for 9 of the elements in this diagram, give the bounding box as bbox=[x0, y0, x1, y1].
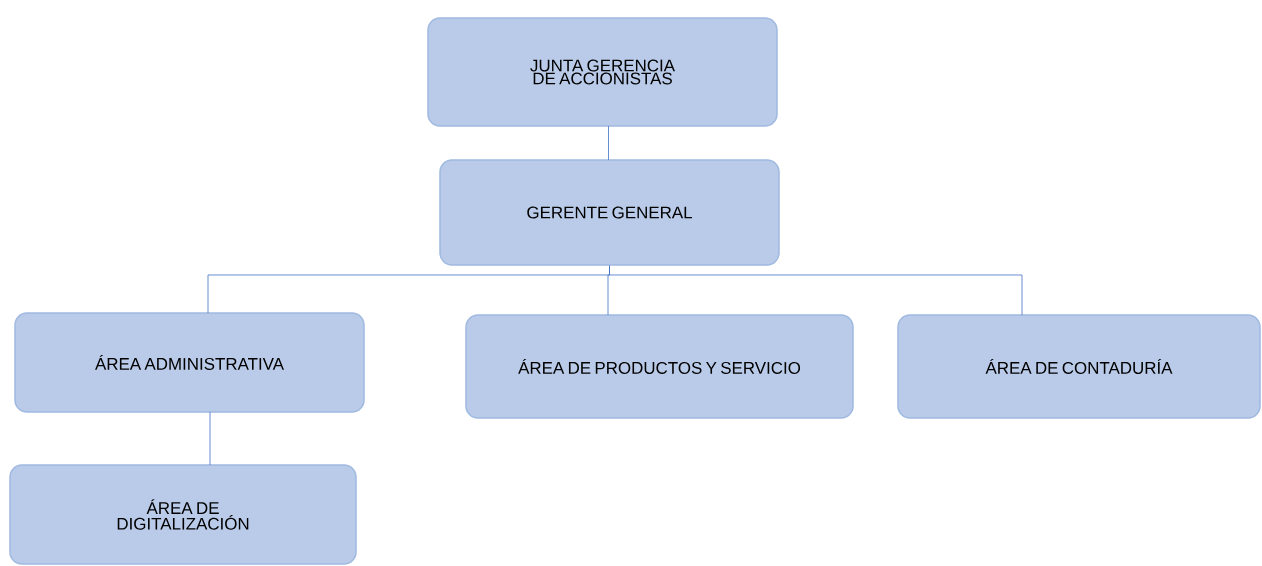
connector-line bbox=[209, 411, 211, 466]
org-box: GERENTE GENERAL bbox=[439, 159, 780, 266]
org-box: ÁREA ADMINISTRATIVA bbox=[14, 312, 365, 413]
org-box: ÁREA DE CONTADURÍA bbox=[897, 314, 1261, 419]
connector-line bbox=[608, 125, 609, 161]
org-box: ÁREA DE DIGITALIZACIÓN bbox=[9, 464, 357, 565]
org-box: JUNTA GERENCIA DE ACCIONISTAS bbox=[427, 17, 778, 127]
org-box: ÁREA DE PRODUCTOS Y SERVICIO bbox=[465, 314, 854, 419]
connector-line bbox=[609, 265, 1023, 316]
